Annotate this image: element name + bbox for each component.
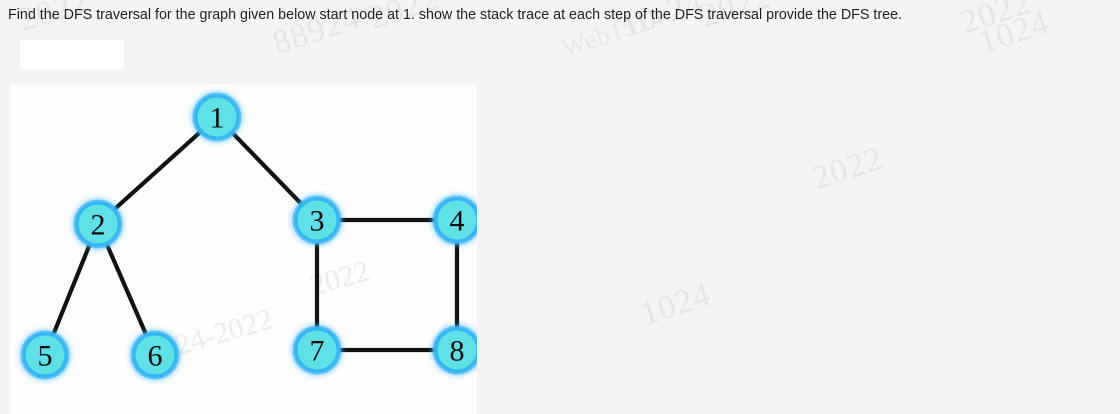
graph-edge-1-2	[110, 127, 205, 214]
graph-edge-2-6	[103, 239, 150, 340]
graph-node-3: 3	[292, 195, 342, 245]
node-label-7: 7	[310, 335, 325, 368]
graph-edges	[50, 127, 460, 353]
node-label-4: 4	[450, 205, 465, 238]
node-label-2: 2	[91, 209, 106, 242]
node-circle-8	[434, 327, 477, 373]
node-label-1: 1	[210, 102, 225, 135]
node-circle-1	[194, 94, 240, 140]
node-label-6: 6	[148, 340, 163, 373]
graph-edge-2-5	[50, 239, 93, 340]
watermark-text: 1024	[635, 275, 716, 334]
question-prompt: Find the DFS traversal for the graph giv…	[8, 7, 902, 23]
graph-node-8: 8	[432, 325, 477, 375]
graph-node-7: 7	[292, 325, 342, 375]
graph-node-6: 6	[130, 330, 180, 380]
graph-nodes: 1 2 3 4 5 6 7 8	[20, 92, 477, 380]
node-circle-4	[434, 197, 477, 243]
graph-node-2: 2	[73, 199, 123, 249]
node-circle-2	[75, 201, 121, 247]
graph-node-4: 4	[432, 195, 477, 245]
node-label-3: 3	[310, 205, 325, 238]
graph-node-1: 1	[192, 92, 242, 142]
node-circle-6	[132, 332, 178, 378]
node-circle-7	[294, 327, 340, 373]
node-label-8: 8	[450, 335, 465, 368]
answer-input-box[interactable]	[20, 40, 124, 69]
watermark-text: 2022	[807, 139, 888, 198]
graph-edge-1-3	[228, 128, 306, 209]
node-circle-5	[22, 332, 68, 378]
graph-node-5: 5	[20, 330, 70, 380]
node-label-5: 5	[38, 340, 53, 373]
node-circle-3	[294, 197, 340, 243]
dfs-graph-svg: 1 2 3 4 5 6 7 8	[20, 92, 477, 380]
